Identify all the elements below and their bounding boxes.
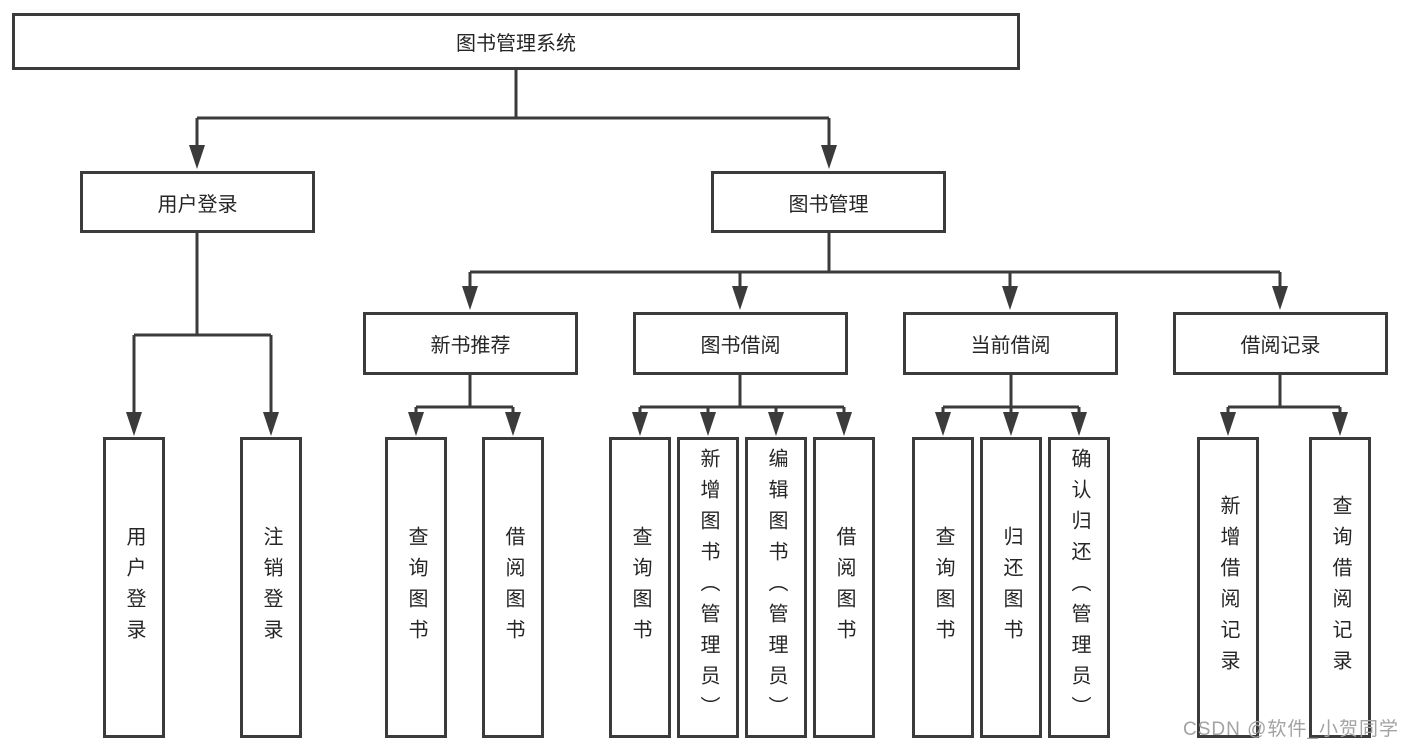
- connector-book-management: [462, 233, 1288, 310]
- node-leaf-add-books-admin: 新增图书（管理员）: [677, 437, 739, 738]
- node-book-management: 图书管理: [711, 171, 946, 233]
- node-leaf-confirm-return-admin: 确认归还（管理员）: [1048, 437, 1110, 738]
- connector-user-login: [126, 233, 279, 436]
- node-root: 图书管理系统: [12, 13, 1020, 70]
- node-leaf-borrow-books-1: 借阅图书: [482, 437, 544, 738]
- node-leaf-return-books: 归还图书: [980, 437, 1042, 738]
- connector-new-book-recommend: [408, 375, 521, 436]
- node-leaf-query-borrow-record: 查询借阅记录: [1309, 437, 1371, 738]
- node-leaf-user-login: 用户登录: [103, 437, 165, 738]
- node-book-borrowing: 图书借阅: [633, 312, 848, 375]
- node-leaf-logout-login: 注销登录: [240, 437, 302, 738]
- connector-root: [189, 70, 837, 169]
- node-leaf-add-borrow-record: 新增借阅记录: [1197, 437, 1259, 738]
- watermark: CSDN @软件_小贺同学: [1183, 719, 1399, 740]
- node-current-borrowing: 当前借阅: [903, 312, 1118, 375]
- node-leaf-borrow-books-2: 借阅图书: [813, 437, 875, 738]
- node-new-book-recommend: 新书推荐: [363, 312, 578, 375]
- node-user-login: 用户登录: [80, 171, 315, 233]
- connector-current-borrowing: [935, 375, 1087, 436]
- node-leaf-edit-books-admin: 编辑图书（管理员）: [745, 437, 807, 738]
- connector-borrowing-records: [1220, 375, 1348, 436]
- node-borrowing-records: 借阅记录: [1173, 312, 1388, 375]
- connector-book-borrowing: [632, 375, 852, 436]
- node-leaf-query-books-2: 查询图书: [609, 437, 671, 738]
- node-leaf-query-books-1: 查询图书: [385, 437, 447, 738]
- node-leaf-query-books-3: 查询图书: [912, 437, 974, 738]
